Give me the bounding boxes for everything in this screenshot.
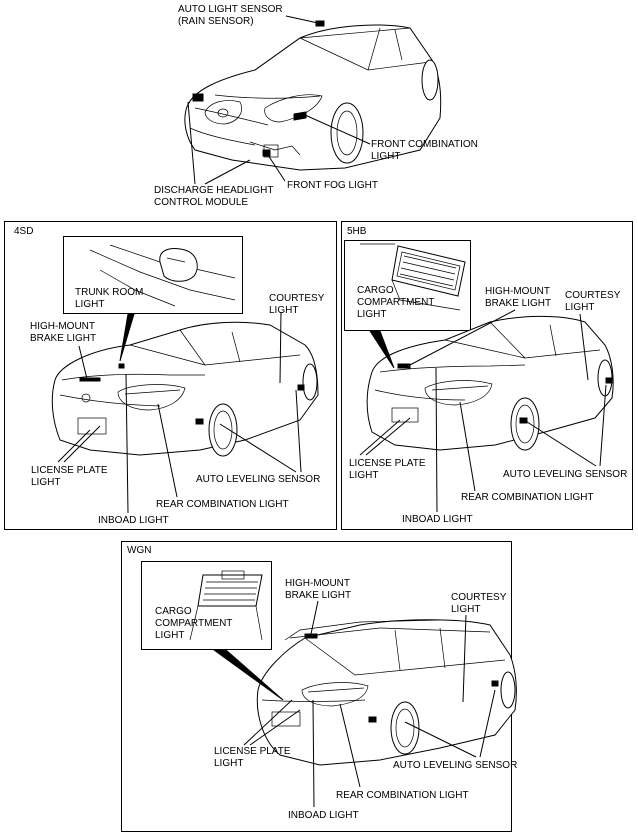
label-trunk-room-light: TRUNK ROOM LIGHT	[75, 287, 144, 310]
inset-4sd-trunk	[63, 236, 243, 314]
hatchback-car-illustration	[359, 243, 614, 513]
sedan-car-illustration	[51, 244, 319, 514]
label-license-plate-light-5hb: LICENSE PLATE LIGHT	[349, 458, 426, 481]
panel-5hb	[341, 221, 633, 530]
label-license-plate-light-wgn: LICENSE PLATE LIGHT	[214, 746, 291, 769]
label-high-mount-brake-light-wgn: HIGH-MOUNT BRAKE LIGHT	[285, 578, 352, 601]
label-inboad-light-wgn: INBOAD LIGHT	[288, 810, 359, 821]
label-courtesy-light-4sd: COURTESY LIGHT	[269, 293, 325, 316]
panel-5hb-title: 5HB	[347, 226, 367, 237]
inset-5hb-cargo	[344, 240, 471, 331]
label-rear-combination-light-4sd: REAR COMBINATION LIGHT	[156, 499, 289, 510]
panel-wgn-title: WGN	[127, 545, 152, 556]
label-cargo-compartment-light-wgn: CARGO COMPARTMENT LIGHT	[155, 606, 233, 641]
label-auto-leveling-sensor-4sd: AUTO LEVELING SENSOR	[196, 474, 321, 485]
label-discharge-headlight-control-module: DISCHARGE HEADLIGHT CONTROL MODULE	[154, 185, 274, 208]
wagon-car-illustration	[189, 570, 517, 808]
label-high-mount-brake-light-4sd: HIGH-MOUNT BRAKE LIGHT	[30, 321, 97, 344]
label-rear-combination-light-5hb: REAR COMBINATION LIGHT	[461, 492, 594, 503]
label-high-mount-brake-light-5hb: HIGH-MOUNT BRAKE LIGHT	[485, 286, 552, 309]
label-auto-leveling-sensor-5hb: AUTO LEVELING SENSOR	[503, 469, 628, 480]
label-auto-leveling-sensor-wgn: AUTO LEVELING SENSOR	[393, 760, 518, 771]
label-rear-combination-light-wgn: REAR COMBINATION LIGHT	[336, 790, 469, 801]
label-inboad-light-4sd: INBOAD LIGHT	[98, 515, 169, 526]
inset-wgn-cargo	[141, 561, 272, 650]
panel-4sd	[4, 221, 337, 530]
label-front-combination-light: FRONT COMBINATION LIGHT	[371, 139, 478, 162]
label-inboad-light-5hb: INBOAD LIGHT	[402, 514, 473, 525]
label-license-plate-light-4sd: LICENSE PLATE LIGHT	[31, 465, 108, 488]
front-car-illustration	[184, 15, 442, 185]
label-cargo-compartment-light-5hb: CARGO COMPARTMENT LIGHT	[357, 285, 435, 320]
label-courtesy-light-wgn: COURTESY LIGHT	[451, 592, 507, 615]
panel-4sd-title: 4SD	[14, 226, 34, 237]
label-courtesy-light-5hb: COURTESY LIGHT	[565, 290, 621, 313]
label-front-fog-light: FRONT FOG LIGHT	[287, 180, 378, 191]
label-auto-light-sensor: AUTO LIGHT SENSOR (RAIN SENSOR)	[178, 4, 283, 27]
